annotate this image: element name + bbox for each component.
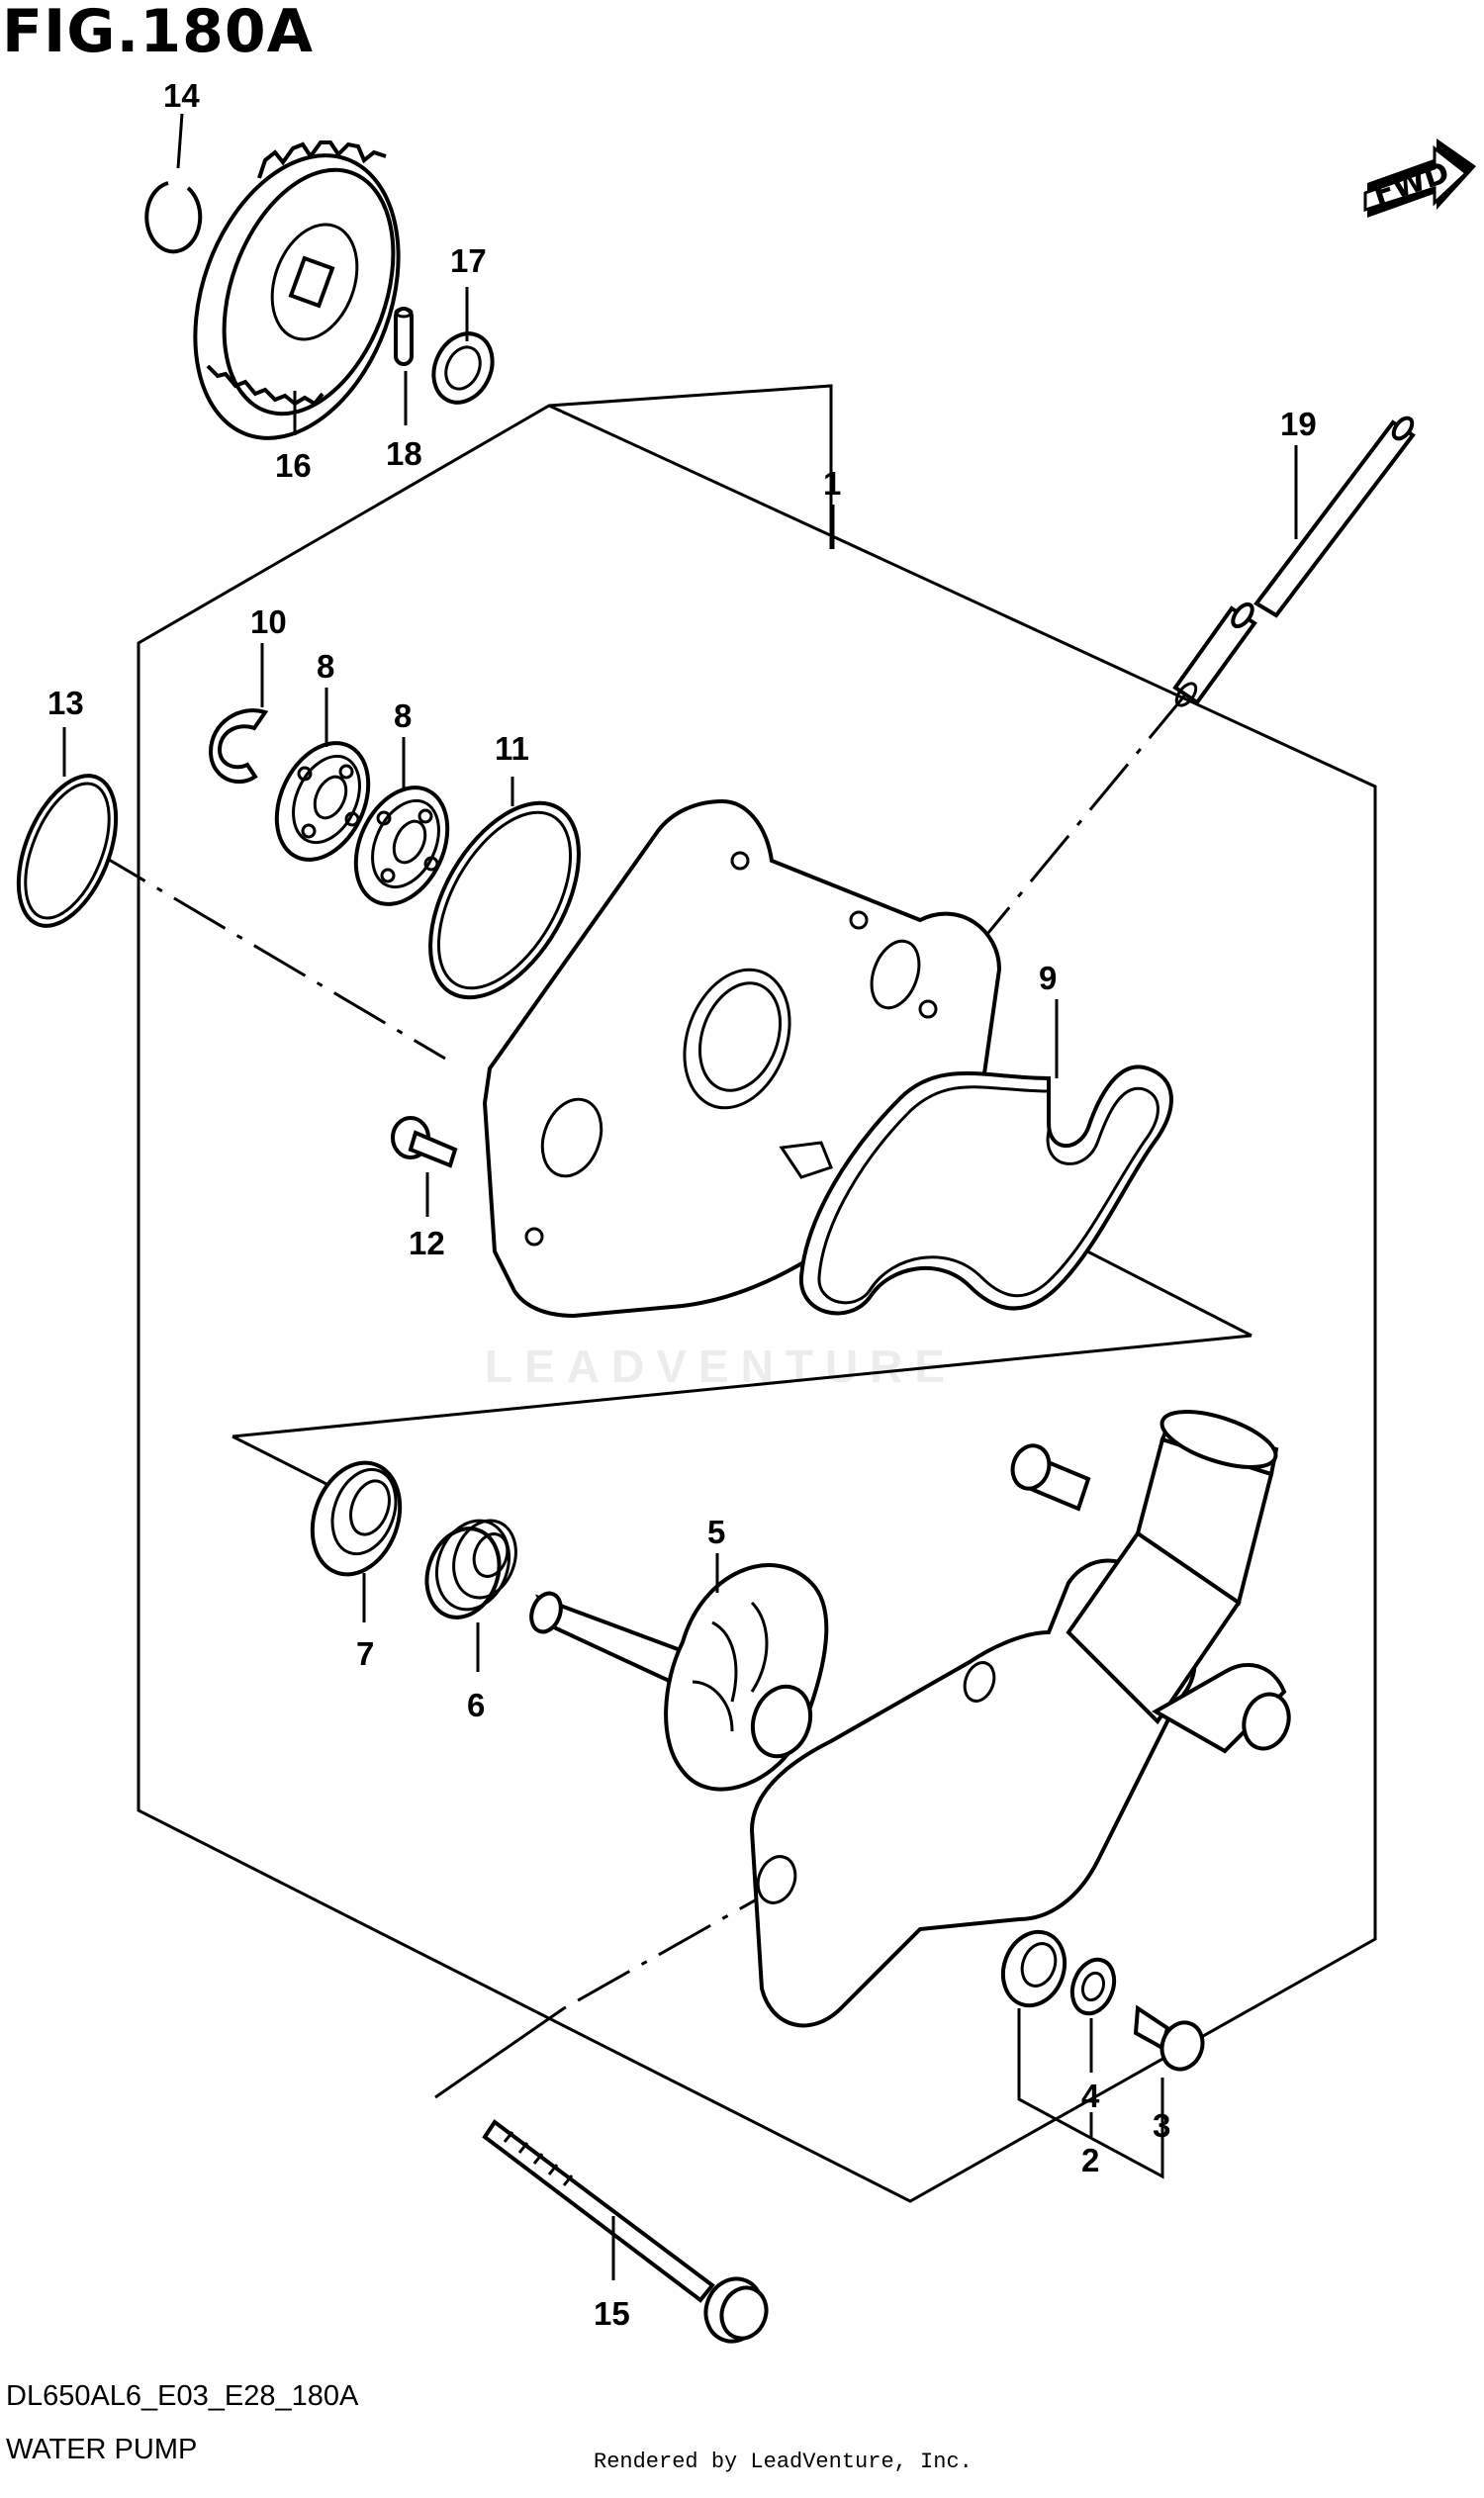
- render-credit: Rendered by LeadVenture, Inc.: [594, 2450, 973, 2474]
- callout-leaders: [62, 113, 1298, 2280]
- leader-bolt-13b: [434, 2006, 565, 2099]
- bolt-13: [482, 2119, 769, 2344]
- callout-1: 1: [823, 465, 841, 502]
- callout-8a: 8: [317, 648, 334, 685]
- bracket-2-3-4: [1017, 2008, 1164, 2179]
- callout-16: 16: [275, 447, 312, 484]
- callout-7: 7: [356, 1635, 374, 1672]
- circlip-15: [144, 181, 203, 254]
- callout-14: 13: [47, 685, 84, 721]
- oil-seal-7: [310, 1460, 403, 1577]
- callout-6: 6: [467, 1687, 485, 1723]
- callout-17: 17: [450, 242, 487, 279]
- leader-o-ring-14: [93, 849, 446, 1061]
- callout-9: 10: [250, 603, 287, 640]
- pump-gear-16: [193, 140, 401, 440]
- callout-12: 12: [409, 1225, 445, 1261]
- bearing-8a: [274, 741, 371, 862]
- leader-shaft-19: [948, 692, 1189, 980]
- diagram-name: WATER PUMP: [6, 2434, 198, 2465]
- assembly-bracket: [137, 384, 1377, 2203]
- callout-11: 11: [495, 730, 529, 767]
- leader-seal-7: [232, 1434, 327, 1486]
- bearing-8b: [353, 786, 450, 906]
- washer-4: [1069, 1957, 1117, 2016]
- callout-15: 14: [163, 77, 200, 114]
- o-ring-11: [428, 800, 581, 1000]
- callout-13: 15: [594, 2295, 630, 2332]
- diagram-code: DL650AL6_E03_E28_180A: [6, 2380, 359, 2412]
- callout-18: 18: [386, 435, 422, 472]
- figure-title: FIG.180A: [2, 0, 315, 66]
- callout-3: 3: [1153, 2107, 1170, 2144]
- callout-10: 9: [1039, 960, 1057, 996]
- callout-2: 2: [1081, 2142, 1099, 2178]
- leader-gasket-10b: [1058, 1235, 1252, 1338]
- o-ring-14: [16, 774, 119, 928]
- leader-bolt-13: [563, 1878, 792, 2010]
- mechanical-seal-6: [424, 1519, 517, 1619]
- leader-gasket-10: [232, 1334, 1252, 1438]
- impeller-shaft-5: [529, 1563, 829, 1792]
- pump-housing: [749, 1410, 1291, 2028]
- dowel-pin-18: [394, 307, 414, 366]
- bolt-3: [1133, 2004, 1205, 2072]
- circlip-9: [208, 708, 269, 784]
- washer-17: [431, 331, 495, 405]
- fwd-arrow-icon: FWD: [1363, 139, 1476, 218]
- gasket-10: [798, 1064, 1173, 1316]
- callout-5: 5: [707, 1514, 725, 1550]
- shaft-19: [1172, 416, 1416, 707]
- callout-4: 4: [1081, 2078, 1100, 2114]
- watermark-text: LEADVENTURE: [485, 1341, 958, 1392]
- callout-8b: 8: [394, 697, 412, 734]
- screw-12: [391, 1116, 458, 1168]
- callout-19: 19: [1280, 406, 1317, 442]
